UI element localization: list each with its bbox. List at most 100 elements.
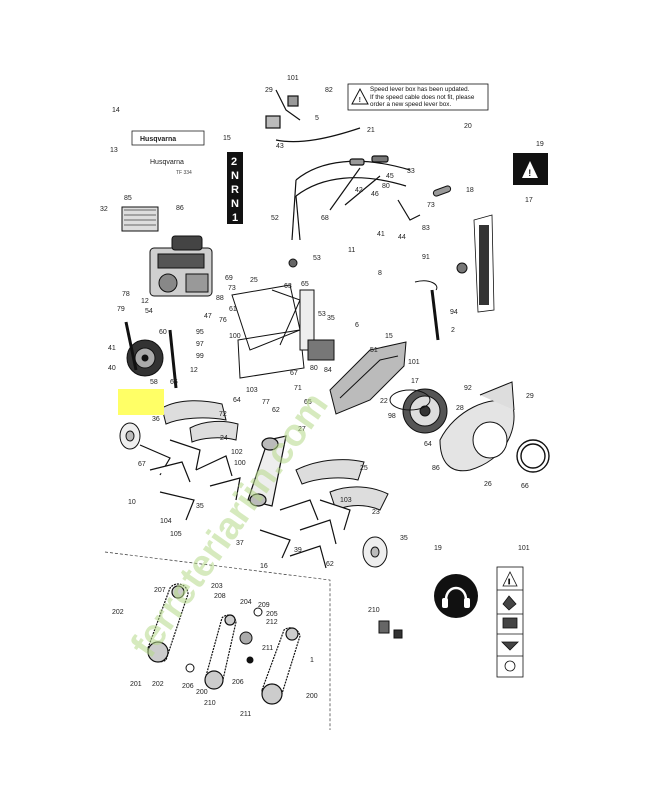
callout: 200: [196, 689, 208, 696]
warning-line: order a new speed lever box.: [370, 101, 452, 109]
callout: 98: [388, 413, 396, 420]
callout: 206: [182, 683, 194, 690]
callout: 85: [124, 195, 132, 202]
callout: 68: [321, 215, 329, 222]
warning-box: !: [347, 83, 489, 111]
tine-set-right: [259, 499, 351, 569]
callout: 2: [451, 327, 455, 334]
callout: 71: [294, 385, 302, 392]
warning-line: If the speed cable does not fit, please: [370, 93, 475, 101]
callout: 40: [108, 365, 116, 372]
callout: 65: [301, 281, 309, 288]
svg-text:R: R: [231, 184, 239, 196]
callout: 52: [271, 215, 279, 222]
callout: 63: [284, 283, 292, 290]
center-frame: [231, 284, 335, 379]
callout: 32: [100, 206, 108, 213]
callout: 203: [211, 583, 223, 590]
callout: 88: [216, 295, 224, 302]
svg-text:!: !: [359, 97, 361, 104]
callout: 92: [464, 385, 472, 392]
gear-decal: 2 N R N 1: [227, 152, 243, 224]
callout: 28: [456, 405, 464, 412]
callout: 95: [196, 329, 204, 336]
callout: 17: [525, 197, 533, 204]
callout: 66: [521, 483, 529, 490]
callout: 14: [112, 107, 120, 114]
chain-left: [147, 583, 189, 663]
callout: 21: [367, 127, 375, 134]
side-disc-left: [119, 422, 141, 450]
small-parts-right: [288, 185, 468, 639]
engine: [121, 206, 213, 297]
warning-text: Speed lever box has been updated. If the…: [370, 86, 490, 109]
callout: 16: [260, 563, 268, 570]
callout: 86: [176, 205, 184, 212]
callout: 77: [262, 399, 270, 406]
callout: 82: [325, 87, 333, 94]
callout: 102: [231, 449, 243, 456]
callout: 72: [219, 411, 227, 418]
callout: 47: [204, 313, 212, 320]
svg-text:1: 1: [232, 212, 238, 224]
callout: 80: [382, 183, 390, 190]
callout: 202: [112, 609, 124, 616]
callout: 210: [368, 607, 380, 614]
callout: 200: [306, 693, 318, 700]
callout: 211: [240, 711, 251, 718]
handle-assembly: [265, 89, 421, 241]
svg-text:N: N: [231, 170, 239, 182]
callout: 105: [170, 531, 182, 538]
callout: 76: [219, 317, 227, 324]
callout: 61: [229, 306, 237, 313]
callout: 101: [518, 545, 530, 552]
callout: 36: [152, 416, 160, 423]
callout: 94: [450, 309, 458, 316]
callout: 62: [326, 561, 334, 568]
callout: 86: [432, 465, 440, 472]
callout: 43: [276, 143, 284, 150]
callout: 39: [294, 547, 302, 554]
callout: 29: [526, 393, 534, 400]
callout: 83: [422, 225, 430, 232]
callout: 44: [398, 234, 406, 241]
warning-line: Speed lever box has been updated.: [370, 86, 470, 93]
callout: 5: [315, 115, 319, 122]
callout: 79: [117, 306, 125, 313]
callout: 66: [170, 379, 178, 386]
callout: 26: [484, 481, 492, 488]
callout: 53: [313, 255, 321, 262]
callout: 20: [464, 123, 472, 130]
callout: 54: [145, 308, 153, 315]
callout: 22: [380, 398, 388, 405]
callout: 210: [204, 700, 216, 707]
svg-text:Husqvarna: Husqvarna: [150, 159, 184, 166]
callout: 13: [110, 147, 118, 154]
callout: 84: [324, 367, 332, 374]
callout: 46: [371, 191, 379, 198]
callout: 8: [378, 270, 382, 277]
decal-strip: [473, 214, 495, 313]
callout: 103: [246, 387, 258, 394]
callout: 67: [138, 461, 146, 468]
callout: 65: [304, 399, 312, 406]
callout: 35: [327, 315, 335, 322]
inset-border: [104, 551, 331, 730]
callout: 35: [196, 503, 204, 510]
callout: 101: [408, 359, 420, 366]
callout: 100: [234, 460, 246, 467]
wheel: [124, 321, 178, 389]
callout: 208: [214, 593, 226, 600]
svg-text:!: !: [508, 579, 510, 586]
callout: 100: [229, 333, 241, 340]
callout: 19: [536, 141, 544, 148]
callout: 103: [340, 497, 352, 504]
callout: 209: [258, 602, 270, 609]
ear-protection-icon: [434, 574, 478, 618]
tine-set-left: [139, 439, 241, 521]
callout: 42: [355, 187, 363, 194]
callout: 17: [411, 378, 419, 385]
callout: 212: [266, 619, 278, 626]
callout: 69: [225, 275, 233, 282]
